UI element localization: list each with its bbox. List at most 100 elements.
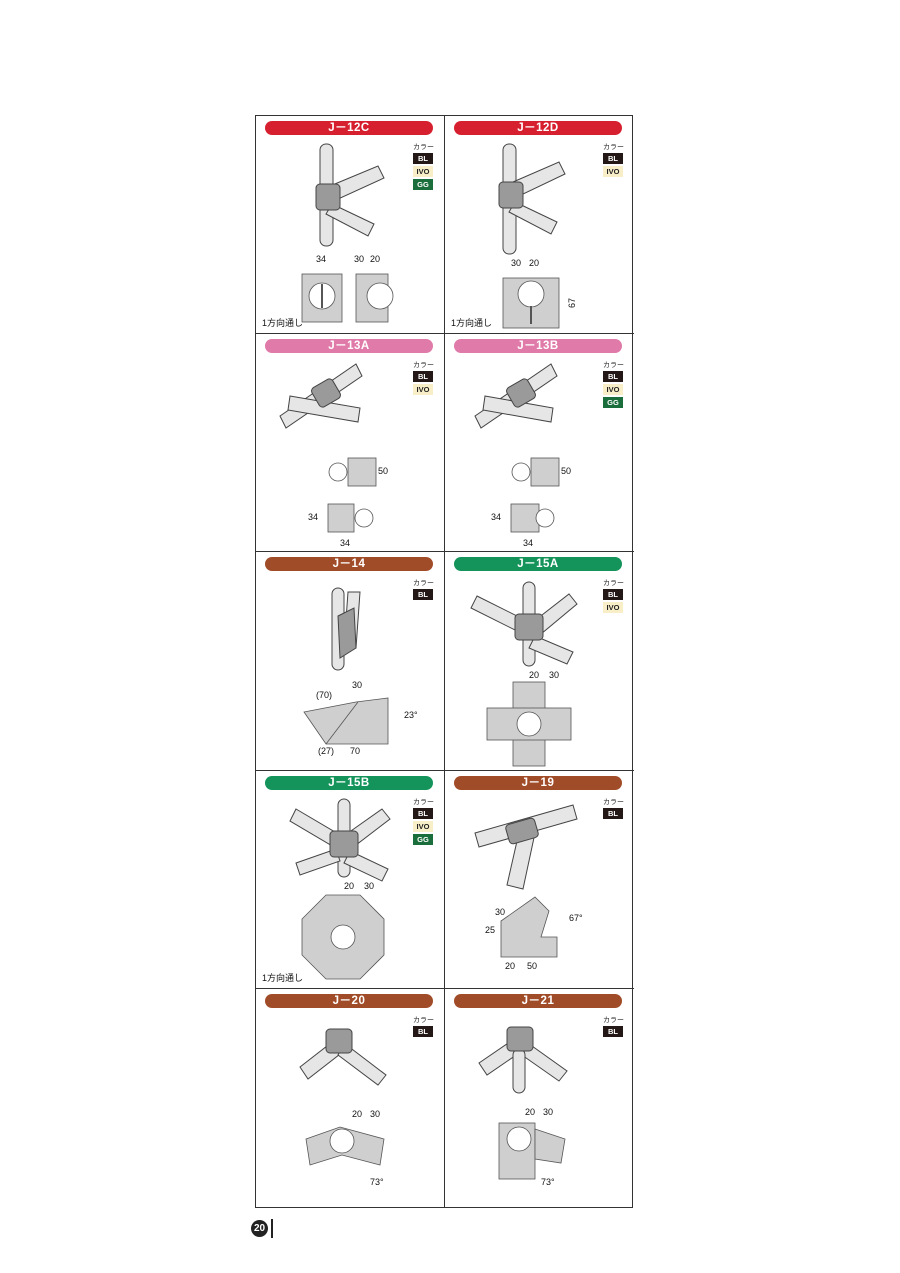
product-title: J－12D bbox=[454, 121, 622, 135]
swatch-ivo: IVO bbox=[603, 166, 623, 177]
color-label: カラー bbox=[603, 362, 624, 370]
swatch-ivo: IVO bbox=[413, 820, 433, 832]
one-way-note: 1方向通し bbox=[451, 318, 493, 329]
angle-73: 73° bbox=[370, 1177, 384, 1187]
product-title: J－15B bbox=[265, 775, 433, 790]
color-label: カラー bbox=[413, 798, 434, 806]
joint-illustration: 20 30 bbox=[289, 798, 391, 979]
dimension-50: 50 bbox=[378, 466, 388, 476]
swatch-bl: BL bbox=[413, 371, 433, 383]
angle-67: 67° bbox=[569, 913, 583, 923]
product-title: J－13A bbox=[265, 339, 433, 354]
angle-23: 23° bbox=[404, 710, 418, 720]
product-cell-j15b: J－15B カラー BL IVO GG 20 30 1方向通し bbox=[256, 770, 445, 989]
dimension-34: 34 bbox=[316, 254, 326, 264]
joint-illustration: 34 30 20 bbox=[301, 143, 394, 323]
swatch-bl: BL bbox=[603, 807, 623, 819]
swatch-ivo: IVO bbox=[413, 166, 433, 177]
dimension-27-ref: (27) bbox=[318, 746, 334, 756]
color-label: カラー bbox=[603, 1016, 624, 1024]
product-cell-j15a: J－15A カラー BL IVO 20 30 bbox=[445, 552, 634, 771]
dimension-67: 67 bbox=[567, 298, 577, 308]
swatch-bl: BL bbox=[603, 371, 623, 383]
dimension-70: 70 bbox=[350, 746, 360, 756]
product-cell-j12d: J－12D カラー BL IVO 30 20 67 1方向通し bbox=[445, 116, 634, 335]
swatch-bl: BL bbox=[603, 589, 623, 601]
swatch-gg: GG bbox=[413, 833, 433, 845]
product-cell-j13b: J－13B カラー BL IVO GG 50 34 34 bbox=[445, 334, 634, 553]
swatch-bl: BL bbox=[603, 153, 623, 164]
product-title: J－14 bbox=[265, 557, 433, 572]
page-number: 20 bbox=[251, 1220, 268, 1237]
swatch-ivo: IVO bbox=[603, 384, 623, 396]
joint-illustration: (70) 30 23° (27) 70 bbox=[303, 587, 418, 756]
dimension-70-ref: (70) bbox=[316, 690, 332, 700]
product-cell-j20: J－20 カラー BL 20 30 73° bbox=[256, 988, 445, 1207]
product-title: J－19 bbox=[454, 775, 622, 790]
swatch-bl: BL bbox=[413, 807, 433, 819]
color-swatches: BL bbox=[413, 1025, 433, 1037]
color-swatches: BL IVO GG bbox=[603, 371, 623, 409]
swatch-ivo: IVO bbox=[603, 602, 623, 614]
joint-illustration: 50 34 34 bbox=[474, 363, 571, 548]
color-swatches: BL IVO bbox=[603, 153, 623, 177]
color-swatches: BL IVO GG bbox=[413, 807, 433, 845]
product-cell-j12c: J－12C カラー BL IVO GG 34 30 20 bbox=[256, 116, 445, 335]
one-way-note: 1方向通し bbox=[262, 972, 304, 983]
color-swatches: BL bbox=[603, 1025, 623, 1037]
joint-illustration: 20 30 73° bbox=[299, 1028, 387, 1187]
color-label: カラー bbox=[603, 144, 624, 151]
swatch-bl: BL bbox=[413, 153, 433, 164]
swatch-ivo: IVO bbox=[413, 384, 433, 396]
dimension-50: 50 bbox=[527, 961, 537, 971]
color-swatches: BL IVO bbox=[603, 589, 623, 614]
dimension-20: 20 bbox=[505, 961, 515, 971]
dimension-50: 50 bbox=[561, 466, 571, 476]
product-title: J－12C bbox=[265, 121, 433, 135]
dimension-30: 30 bbox=[352, 680, 362, 690]
dimension-20: 20 bbox=[352, 1109, 362, 1119]
product-title: J－20 bbox=[265, 993, 433, 1008]
swatch-gg: GG bbox=[603, 397, 623, 409]
color-label: カラー bbox=[413, 144, 434, 151]
dimension-34-horizontal: 34 bbox=[523, 538, 533, 548]
dimension-30: 30 bbox=[354, 254, 364, 264]
dimension-34-vertical: 34 bbox=[491, 512, 501, 522]
product-cell-j19: J－19 カラー BL 30 25 67° 20 50 bbox=[445, 771, 634, 989]
dimension-20: 20 bbox=[525, 1107, 535, 1117]
product-grid: J－12C カラー BL IVO GG 34 30 20 bbox=[255, 115, 634, 1208]
dimension-34-vertical: 34 bbox=[308, 512, 318, 522]
color-label: カラー bbox=[603, 580, 624, 588]
page-number-divider bbox=[271, 1219, 273, 1238]
dimension-20: 20 bbox=[529, 670, 539, 680]
color-swatches: BL bbox=[603, 807, 623, 819]
color-swatches: BL bbox=[413, 589, 433, 601]
dimension-34-horizontal: 34 bbox=[340, 538, 350, 548]
product-title: J－13B bbox=[454, 339, 622, 354]
dimension-30: 30 bbox=[549, 670, 559, 680]
color-swatches: BL IVO bbox=[413, 371, 433, 396]
color-label: カラー bbox=[413, 362, 434, 370]
swatch-bl: BL bbox=[603, 1025, 623, 1037]
dimension-20: 20 bbox=[344, 881, 354, 891]
dimension-30: 30 bbox=[370, 1109, 380, 1119]
dimension-30: 30 bbox=[364, 881, 374, 891]
color-label: カラー bbox=[413, 1016, 434, 1024]
dimension-30: 30 bbox=[543, 1107, 553, 1117]
swatch-bl: BL bbox=[413, 1025, 433, 1037]
swatch-gg: GG bbox=[413, 179, 433, 190]
one-way-note: 1方向通し bbox=[262, 318, 304, 329]
dimension-20: 20 bbox=[370, 254, 380, 264]
angle-73: 73° bbox=[541, 1177, 555, 1187]
product-cell-j14: J－14 カラー BL (70) 30 23° (27) 70 bbox=[256, 552, 445, 771]
dimension-25: 25 bbox=[485, 925, 495, 935]
joint-illustration: 20 30 bbox=[470, 581, 578, 767]
joint-illustration: 30 20 67 bbox=[498, 143, 577, 329]
color-label: カラー bbox=[603, 798, 624, 806]
product-title: J－15A bbox=[454, 557, 622, 572]
joint-illustration: 20 30 73° bbox=[478, 1026, 568, 1187]
joint-illustration: 30 25 67° 20 50 bbox=[474, 803, 583, 971]
dimension-30: 30 bbox=[495, 907, 505, 917]
joint-illustration: 50 34 34 bbox=[279, 363, 388, 548]
product-cell-j13a: J－13A カラー BL IVO 50 34 34 bbox=[256, 334, 445, 553]
